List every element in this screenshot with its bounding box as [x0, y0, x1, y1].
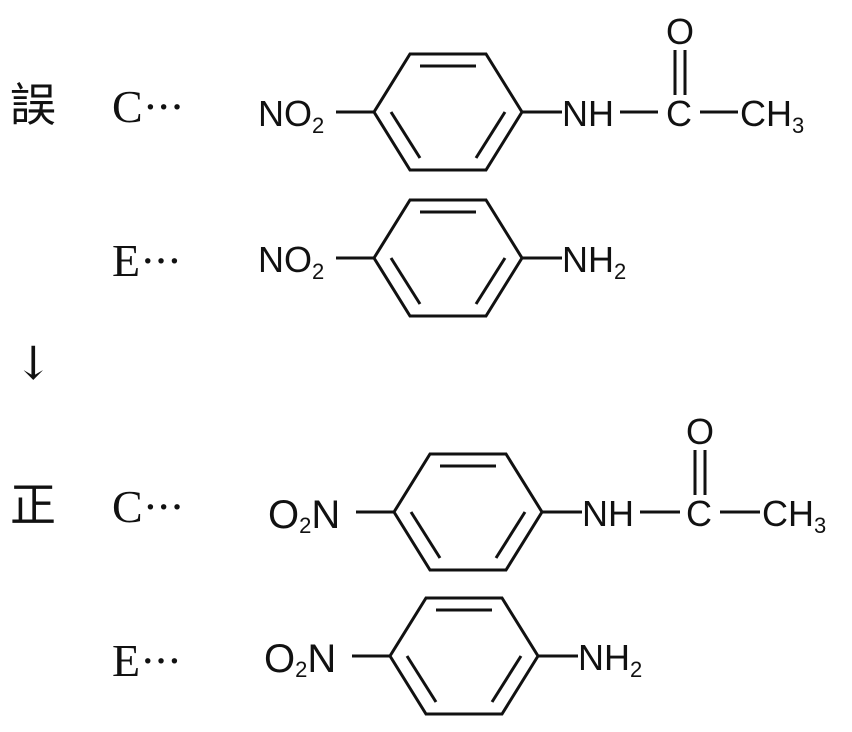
wrong-c-dots: ···	[142, 81, 185, 132]
correct-c-carbonyl-oxygen: O	[686, 411, 714, 452]
wrong-e-amino: NH2	[562, 239, 626, 284]
correct-c-amine: NH	[582, 493, 634, 534]
correct-e-nitro: O2N	[264, 637, 336, 682]
wrong-c-nitro: NO2	[258, 93, 324, 138]
wrong-c-methyl: CH3	[740, 93, 804, 138]
correct-c-carbonyl-carbon: C	[686, 493, 712, 534]
wrong-e-benzene-ring	[372, 198, 524, 318]
correct-c-methyl: CH3	[762, 493, 826, 538]
wrong-e-nitro: NO2	[258, 239, 324, 284]
correct-c-nitro: O2N	[268, 493, 340, 538]
correct-label: 正	[10, 478, 56, 532]
correct-e-label: E···	[112, 635, 182, 686]
wrong-c-tag: C	[112, 81, 143, 132]
down-arrow: ↓	[14, 336, 53, 390]
wrong-c-bonds	[336, 50, 738, 114]
correct-e-tag: E	[112, 635, 141, 686]
correct-c-label: C···	[112, 481, 185, 532]
correct-e-amino: NH2	[578, 637, 642, 682]
wrong-c-carbonyl-oxygen: O	[666, 11, 694, 52]
wrong-c-carbonyl-carbon: C	[666, 93, 692, 134]
correct-e-dots: ···	[140, 635, 182, 686]
wrong-label: 誤	[10, 78, 56, 132]
correct-c-dots: ···	[142, 481, 185, 532]
correct-c-tag: C	[112, 481, 143, 532]
correct-c-bonds	[356, 450, 760, 514]
wrong-c-amine: NH	[562, 93, 614, 134]
wrong-c-label: C···	[112, 81, 185, 132]
wrong-e-tag: E	[112, 235, 141, 286]
correct-e-benzene-ring	[388, 596, 540, 716]
wrong-e-dots: ···	[140, 235, 182, 286]
wrong-e-label: E···	[112, 235, 182, 286]
